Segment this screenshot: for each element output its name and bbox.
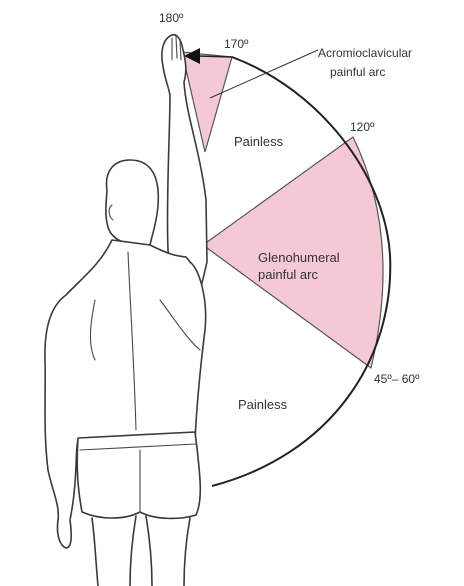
- label-painful-arc-gleno: painful arc: [258, 267, 318, 282]
- label-painless-upper: Painless: [234, 134, 284, 149]
- label-170-degrees: 170º: [224, 37, 249, 51]
- human-figure: [45, 35, 207, 586]
- legs: [92, 516, 190, 586]
- label-painless-lower: Painless: [238, 397, 288, 412]
- label-120-degrees: 120º: [350, 120, 375, 134]
- label-180-degrees: 180º: [159, 11, 184, 25]
- label-painful-arc-acromio: painful arc: [330, 65, 385, 79]
- label-glenohumeral: Glenohumeral: [258, 250, 340, 265]
- label-45-60-degrees: 45º– 60º: [374, 372, 420, 386]
- head: [106, 160, 158, 246]
- acromio-arrow-line: [198, 56, 232, 57]
- label-acromioclavicular: Acromioclavicular: [318, 46, 412, 60]
